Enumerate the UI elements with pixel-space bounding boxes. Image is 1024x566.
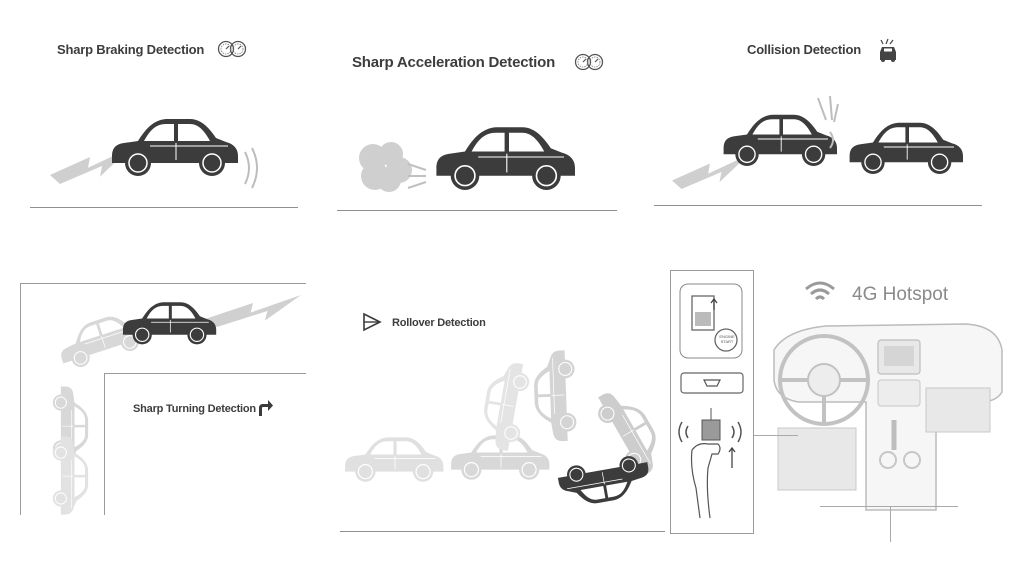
panel-sharp-turning: Sharp Turning Detection [0,240,330,566]
speedometer-icon [574,53,604,71]
connector-line [754,435,798,436]
wifi-icon [805,281,835,301]
car-illustration [122,301,217,345]
connector-line [890,506,891,542]
panel-title-rollover: Rollover Detection [392,317,486,329]
car-crash-icon [880,38,896,62]
hand-plugging-device-illustration [678,408,742,519]
exhaust-wave-lines [407,163,427,189]
speedometer-icon [217,40,247,58]
panel-sharp-acceleration: Sharp Acceleration Detection [330,0,650,240]
turning-inner-top [104,373,306,374]
panel-rollover: Rollover Detection [330,240,672,566]
rollover-triangle-icon [363,312,382,332]
brake-wave-lines [244,147,258,189]
obd-dongle-illustration [679,283,743,359]
car-dashboard-illustration [773,323,1003,511]
ghost-car-illustration [52,436,89,516]
panel-4g-hotspot: ENGINE START 4G Hotspot [670,270,1024,566]
ground-line [30,207,298,208]
turn-right-arrow-icon [259,400,273,416]
impact-lines [817,95,839,149]
panel-title-braking: Sharp Braking Detection [57,42,205,57]
panel-title-hotspot: 4G Hotspot [852,284,949,305]
ground-line [654,205,982,206]
ground-line [340,531,665,532]
panel-collision: Collision Detection [650,0,1024,240]
panel-title-turning: Sharp Turning Detection [133,403,256,415]
panel-sharp-braking: Sharp Braking Detection [0,0,330,240]
car-illustration [111,118,239,177]
turning-inner-left [104,373,105,515]
panel-title-collision: Collision Detection [747,42,861,57]
turning-frame-top [20,283,306,284]
car-illustration [435,126,576,191]
car-illustration-front [848,122,964,175]
turning-frame-left [20,283,21,515]
car-illustration [555,452,654,510]
engine-start-label: ENGINE START [719,334,735,344]
motion-bolt-illustration [205,295,301,327]
exhaust-cloud-illustration [359,142,412,192]
obd-port-illustration [680,372,744,394]
ground-line [337,210,617,211]
panel-title-acceleration: Sharp Acceleration Detection [352,54,556,71]
ghost-car-illustration [344,436,444,483]
connector-line [820,506,958,507]
